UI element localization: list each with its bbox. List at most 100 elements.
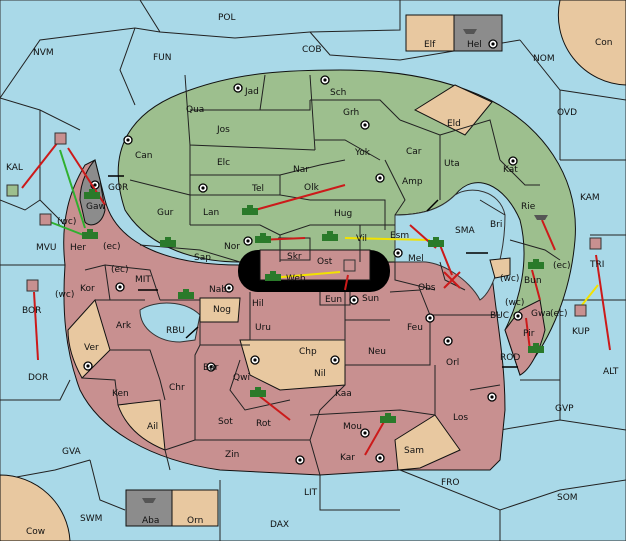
supply-center-icon <box>393 248 403 258</box>
tank-icon <box>380 413 396 423</box>
order-arrow <box>541 219 556 251</box>
label-skr: Skr <box>287 252 302 262</box>
army-flag-icon <box>589 237 602 250</box>
green-borders <box>129 74 561 263</box>
label-hug: Hug <box>334 209 352 219</box>
supply-centers <box>83 39 523 465</box>
label-lan: Lan <box>203 208 219 218</box>
supply-center-icon <box>375 453 385 463</box>
label-kor-wc: (wc) <box>55 290 74 300</box>
label-rot: Rot <box>256 419 271 429</box>
region-aba[interactable] <box>125 489 173 527</box>
sea-labels: POL NVM FUN COB NOM OVD KAL GOR MVU MIT … <box>6 13 619 530</box>
label-nor: Nor <box>224 242 240 252</box>
ship-icon <box>142 498 156 503</box>
label-chp: Chp <box>299 347 317 357</box>
label-jad: Jad <box>244 87 259 97</box>
failed-order-x <box>443 271 461 289</box>
region-bun-tan[interactable] <box>489 257 511 279</box>
label-gor: GOR <box>108 183 128 193</box>
order-arrow <box>531 269 541 301</box>
label-mit: MIT <box>135 275 151 285</box>
label-orl: Orl <box>446 358 459 368</box>
region-eld[interactable] <box>413 84 493 136</box>
label-kup: KUP <box>572 327 590 337</box>
label-bri: Bri <box>490 220 502 230</box>
label-ken: Ken <box>112 389 129 399</box>
supply-center-icon <box>513 311 523 321</box>
label-bar: Bar <box>203 363 219 373</box>
region-cow[interactable] <box>0 474 71 541</box>
label-dor: DOR <box>28 373 48 383</box>
label-neu: Neu <box>368 347 386 357</box>
supply-center-icon <box>198 183 208 193</box>
label-gwa: Gwa <box>531 309 551 319</box>
tank-icon <box>84 189 100 199</box>
label-gwa-wc: (wc) <box>505 298 524 308</box>
order-arrow <box>49 221 87 237</box>
label-eun: Eun <box>325 295 342 305</box>
label-aba: Aba <box>142 516 159 526</box>
supply-center-icon <box>233 83 243 93</box>
order-arrow <box>595 254 611 351</box>
region-elf[interactable] <box>405 14 455 52</box>
label-nil: Nil <box>314 369 326 379</box>
label-her: Her <box>70 243 86 253</box>
label-gvp: GVP <box>555 404 574 414</box>
label-rod: ROD <box>500 353 520 363</box>
order-arrow <box>344 237 431 241</box>
label-bun-ec: (ec) <box>553 261 571 271</box>
passage-arrows <box>108 175 518 368</box>
supply-center-icon <box>508 156 518 166</box>
ship-icon <box>463 29 477 34</box>
label-sch: Sch <box>330 88 346 98</box>
supply-center-icon <box>206 362 216 372</box>
label-feu: Feu <box>407 323 423 333</box>
tank-icon <box>178 289 194 299</box>
label-pol: POL <box>218 13 236 23</box>
label-orn: Orn <box>187 516 203 526</box>
label-sot: Sot <box>218 417 233 427</box>
label-alt: ALT <box>603 367 619 377</box>
supply-center-icon <box>375 173 385 183</box>
label-qwi: Qwi <box>233 373 250 383</box>
ship-icon <box>534 215 548 220</box>
tank-icon <box>428 237 444 247</box>
tank-icon <box>255 233 271 243</box>
supply-center-icon <box>330 355 340 365</box>
supply-center-icon <box>360 428 370 438</box>
label-kal: KAL <box>6 163 23 173</box>
label-con: Con <box>595 38 613 48</box>
label-bor: BOR <box>22 306 41 316</box>
label-kor: Kor <box>80 284 95 294</box>
supply-center-icon <box>295 455 305 465</box>
supply-center-icon <box>443 336 453 346</box>
label-her-wc: (wc) <box>57 217 76 227</box>
label-nom: NOM <box>533 54 555 64</box>
label-dax: DAX <box>270 520 289 530</box>
region-orn[interactable] <box>171 489 219 527</box>
label-lit: LIT <box>304 488 318 498</box>
tank-icon <box>322 231 338 241</box>
inset-labels: Elf Hel Aba Orn <box>142 40 482 526</box>
supply-center-icon <box>243 236 253 246</box>
label-cow: Cow <box>26 527 45 537</box>
tank-icon <box>82 229 98 239</box>
supply-center-icon <box>349 295 359 305</box>
label-eld: Eld <box>447 119 461 129</box>
label-bun: Bun <box>524 276 542 286</box>
label-nvm: NVM <box>33 48 54 58</box>
region-ver[interactable] <box>67 299 111 379</box>
label-elc: Elc <box>217 158 230 168</box>
region-sam[interactable] <box>394 414 461 471</box>
region-nog[interactable] <box>199 297 241 323</box>
region-con[interactable] <box>557 0 626 86</box>
label-nab: Nab <box>209 285 227 295</box>
red-region-labels: Her Kor Ark Ken Chr Bar Qwi Rot Sot Zin … <box>70 243 551 463</box>
label-mou: Mou <box>343 422 362 432</box>
supply-center-icon <box>320 75 330 85</box>
supply-center-icon <box>224 283 234 293</box>
label-gaw: Gaw <box>86 202 106 212</box>
label-pir: Pir <box>523 329 535 339</box>
